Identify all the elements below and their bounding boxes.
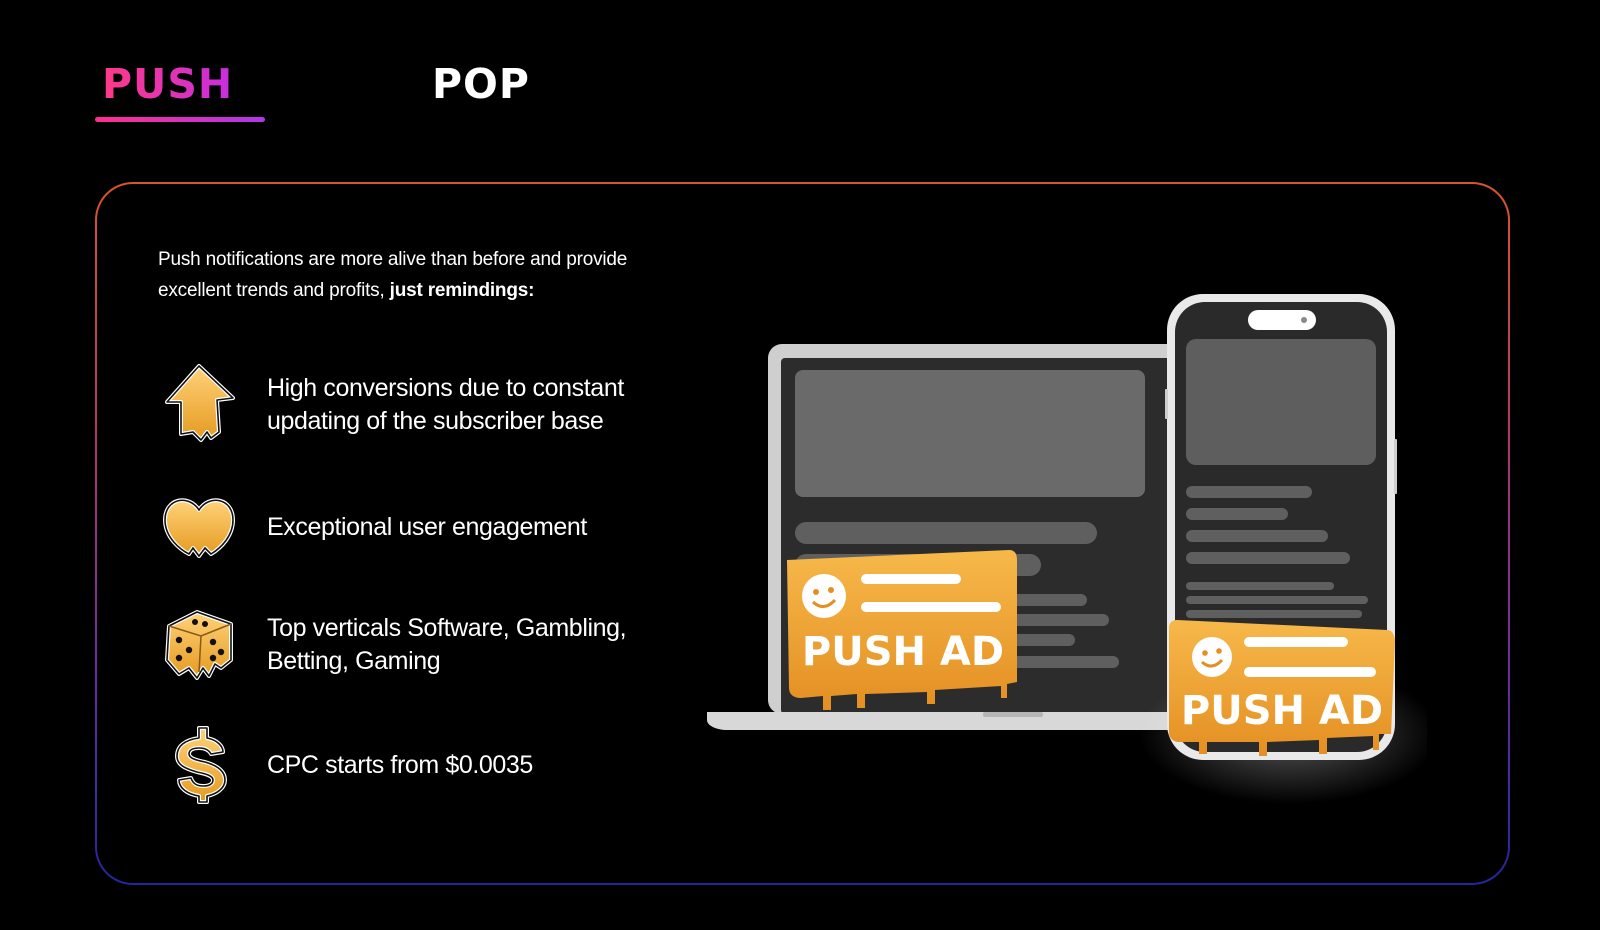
phone-badge-label: PUSH AD (1181, 688, 1383, 734)
devices-illustration: PUSH AD (707, 294, 1427, 804)
feature-text: Exceptional user engagement (267, 512, 587, 541)
dice-icon (165, 610, 233, 680)
feature-item: Top verticals Software, Gambling, Bettin… (159, 602, 719, 688)
arrow-up-icon (165, 364, 235, 442)
tab-push[interactable]: PUSH (102, 60, 234, 108)
feature-item: High conversions due to constant updatin… (159, 362, 719, 448)
intro-body: Push notifications are more alive than b… (158, 249, 628, 301)
intro-bold: just remindings: (389, 280, 535, 301)
feature-text: CPC starts from $0.0035 (267, 750, 533, 779)
content-card: Push notifications are more alive than b… (95, 182, 1510, 885)
feature-text: Top verticals Software, Gambling, Bettin… (267, 614, 627, 675)
tab-pop[interactable]: POP (432, 60, 530, 108)
heart-icon (163, 498, 235, 558)
dollar-icon (175, 726, 227, 804)
feature-text: High conversions due to constant updatin… (267, 374, 624, 435)
intro-text: Push notifications are more alive than b… (158, 244, 678, 306)
active-tab-indicator (95, 117, 265, 122)
feature-item: CPC starts from $0.0035 (159, 722, 719, 808)
laptop-badge-label: PUSH AD (802, 629, 1004, 675)
laptop-push-ad-badge: PUSH AD (787, 550, 1017, 710)
phone-push-ad-badge: PUSH AD (1169, 620, 1395, 756)
tab-bar: PUSH POP (95, 60, 695, 130)
feature-item: Exceptional user engagement (159, 484, 719, 570)
